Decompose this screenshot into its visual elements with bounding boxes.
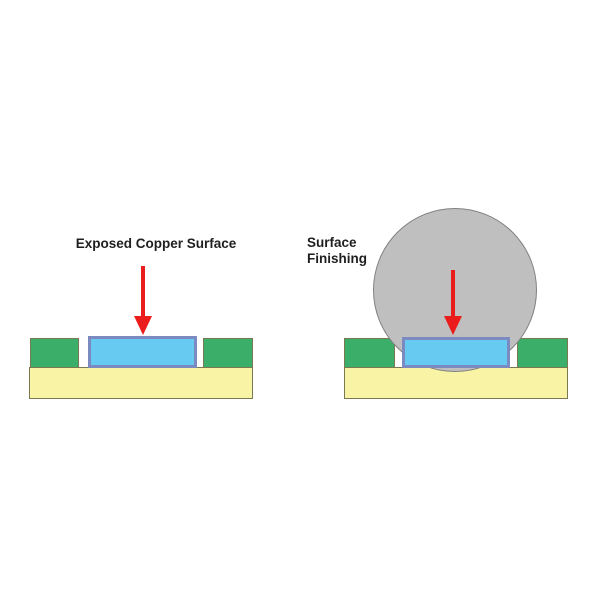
down-arrow-icon — [134, 266, 152, 335]
left-substrate — [29, 367, 253, 399]
down-arrow-icon — [444, 270, 462, 335]
right-copper-pad — [402, 337, 510, 368]
left-solder-mask-left — [30, 338, 79, 368]
right-solder-mask-left — [344, 338, 395, 368]
exposed-copper-label: Exposed Copper Surface — [75, 236, 237, 251]
left-solder-mask-right — [203, 338, 253, 368]
surface-finishing-label: Surface Finishing — [307, 235, 367, 266]
right-solder-mask-right — [517, 338, 568, 368]
left-copper-pad — [88, 336, 197, 368]
